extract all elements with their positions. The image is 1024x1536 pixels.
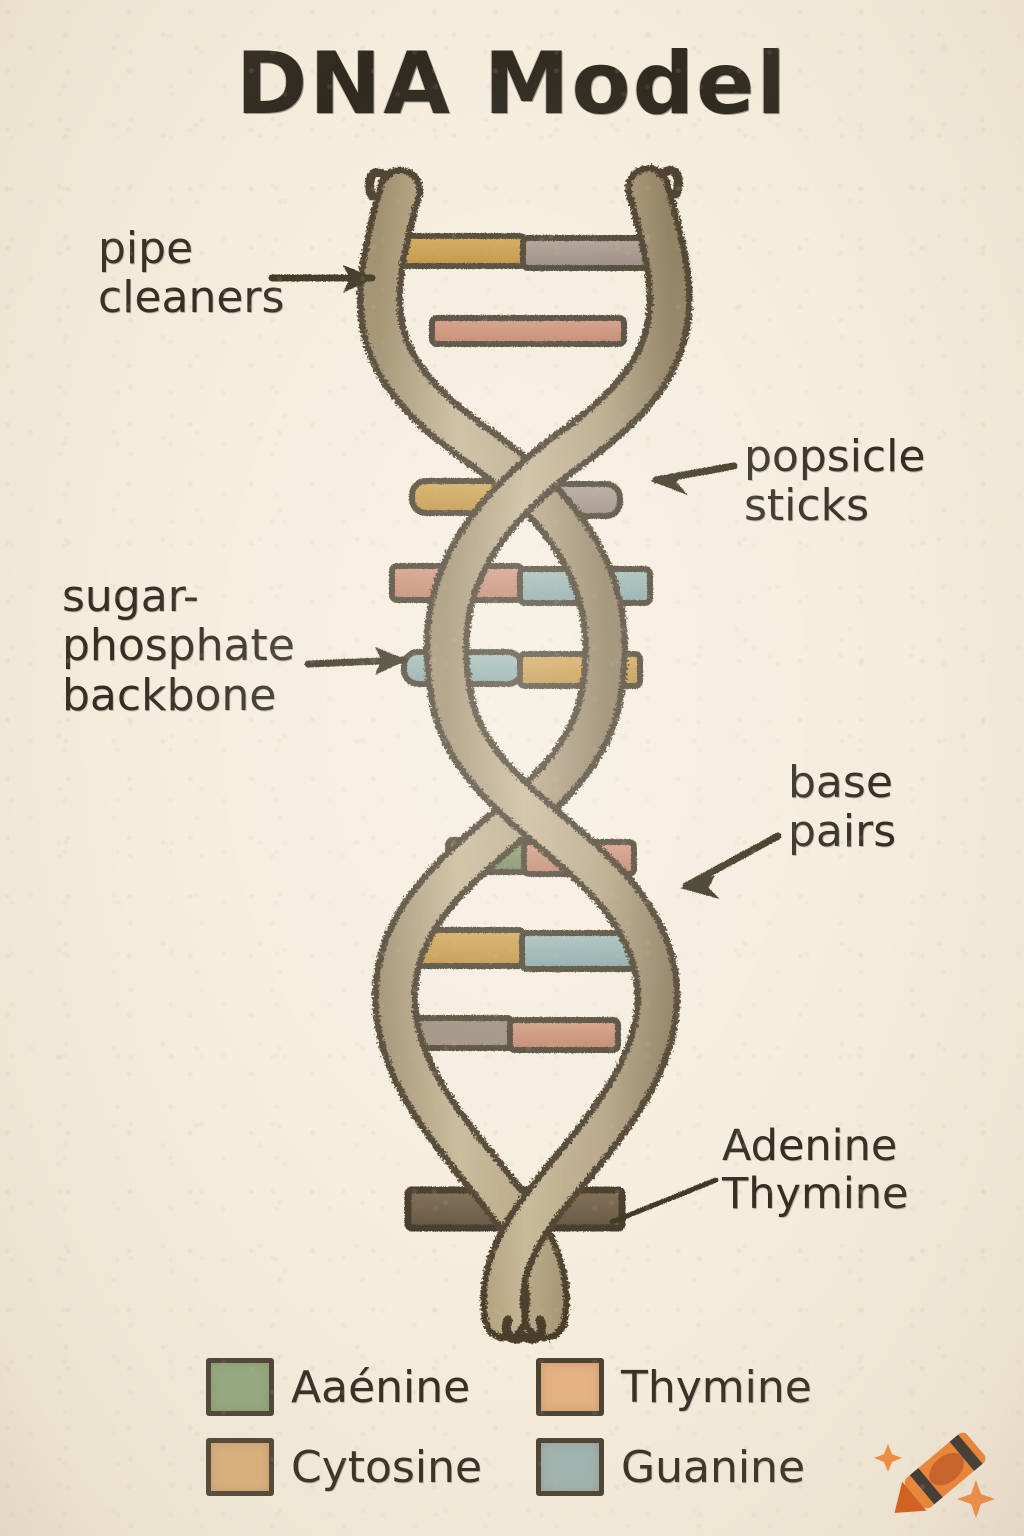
legend-label-guanine: Guanine <box>621 1441 806 1493</box>
leader-pipe-cleaners <box>268 265 376 294</box>
label-adenine-thymine: Adenine Thymine <box>722 1121 909 1220</box>
legend-swatch-thymine <box>536 1358 604 1416</box>
pipe-cleaner-strands <box>356 165 693 1344</box>
page-title: DNA Model <box>236 34 788 134</box>
base-pair-rung <box>397 1015 621 1053</box>
crayon-icon <box>874 1432 995 1518</box>
label-sugar-phosphate-backbone: sugar- phosphate backbone <box>62 571 295 721</box>
leader-base-pairs <box>680 832 782 899</box>
legend-label-thymine: Thymine <box>621 1361 812 1413</box>
leader-popsicle-sticks <box>650 462 738 496</box>
legend-swatch-guanine <box>536 1438 604 1496</box>
base-pair-rung <box>397 233 651 271</box>
legend-item-cytosine: Cytosine <box>206 1438 536 1496</box>
leader-sugar-phosphate <box>304 647 408 676</box>
label-popsicle-sticks: popsicle sticks <box>744 431 926 532</box>
leader-lines <box>268 265 782 1225</box>
legend-item-guanine: Guanine <box>536 1438 866 1496</box>
sparkle-icon <box>874 1444 995 1518</box>
legend-item-thymine: Thymine <box>536 1358 866 1416</box>
pipe-cleaner-strand-back <box>356 167 629 1341</box>
legend-label-cytosine: Cytosine <box>291 1441 483 1493</box>
legend-swatch-adenine <box>206 1358 274 1416</box>
label-base-pairs: base pairs <box>788 757 897 858</box>
leader-adenine-thymine <box>609 1177 719 1225</box>
legend-label-adenine: Aaénine <box>291 1361 471 1413</box>
pipe-cleaner-strand-front <box>423 165 693 1341</box>
legend-swatch-cytosine <box>206 1438 274 1496</box>
label-pipe-cleaners: pipe cleaners <box>98 223 285 324</box>
base-pair-rung <box>429 315 627 347</box>
legend-item-adenine: Aaénine <box>206 1358 536 1416</box>
base-legend: Aaénine Thymine Cytosine Guanine <box>206 1358 866 1496</box>
strand-frayed-ends <box>365 166 683 1344</box>
